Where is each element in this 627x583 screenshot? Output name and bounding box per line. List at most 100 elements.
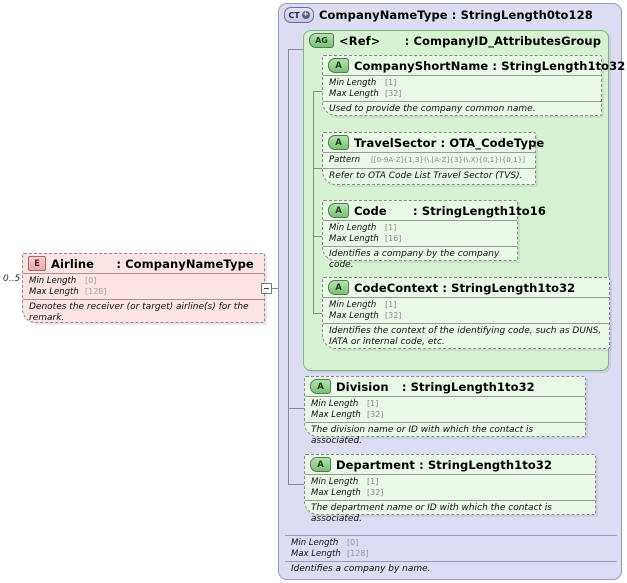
facet-label: Pattern [329, 155, 361, 165]
facet-row: Min Length[1] [329, 300, 605, 311]
complextype-footer: Min Length[0] Max Length [128] Identifies… [285, 535, 617, 578]
facet-value: [32] [367, 487, 384, 497]
facet-value: [[0-9A-Z]{1,3}(\.[A-Z]{3}(\.X){0,1}){0,1… [371, 155, 526, 164]
complextype-facets: Min Length[0] Max Length [128] [285, 536, 617, 561]
attribute-header: A Department : StringLength1to32 [305, 455, 595, 474]
attribute-name: TravelSector [354, 135, 437, 150]
facet-label: Min Length [329, 78, 377, 88]
element-type: CompanyNameType [125, 256, 254, 271]
facet-row: Max Length[16] [329, 234, 513, 245]
element-header: E Airline : CompanyNameType [23, 254, 264, 273]
divider [285, 561, 617, 562]
attribute-header: A CompanyShortName : StringLength1to32 [323, 56, 625, 75]
attribute-separator: : [413, 203, 418, 218]
attribute-title: TravelSector : OTA_CodeType [354, 136, 544, 150]
attribute-facets: Min Length[1] Max Length [32] [305, 397, 585, 422]
attribute-documentation: The department name or ID with which the… [311, 503, 552, 524]
complextype-documentation: Identifies a company by name. [291, 564, 431, 574]
attribute-box-code[interactable]: A Code : StringLength1to16 Min Length[1]… [322, 200, 546, 270]
attribute-type: StringLength1to32 [410, 379, 535, 394]
attribute-type: OTA_CodeType [449, 135, 545, 150]
attribute-documentation: Used to provide the company common name. [329, 104, 536, 114]
attribute-type: StringLength1to32 [501, 58, 626, 73]
divider [323, 167, 535, 169]
facet-label: Max Length [291, 548, 341, 559]
facet-row: Pattern [[0-9A-Z]{1,3}(\.[A-Z]{3}(\.X){0,… [329, 155, 531, 166]
facet-label: Min Length [291, 538, 339, 548]
element-facets: Min Length[0] Max Length[128] [23, 274, 264, 299]
facet-label: Min Length [311, 477, 359, 487]
facet-row: Min Length[1] [329, 223, 513, 234]
attributegroup-box-companyid[interactable]: AG <Ref> : CompanyID_AttributesGroup A C… [303, 30, 625, 371]
facet-value: [16] [385, 233, 402, 243]
tree-branch [288, 408, 304, 409]
facet-value: [1] [385, 223, 397, 232]
element-title: Airline : CompanyNameType [51, 257, 254, 271]
attribute-header: A CodeContext : StringLength1to32 [323, 278, 609, 297]
attributegroup-badge-icon: AG [309, 33, 334, 48]
attribute-box-codecontext[interactable]: A CodeContext : StringLength1to32 Min Le… [322, 277, 610, 349]
expand-collapse-toggle[interactable] [261, 283, 272, 294]
divider [323, 152, 535, 153]
attribute-badge-icon: A [310, 457, 331, 472]
facet-value: [32] [385, 310, 402, 320]
attribute-name: CompanyShortName [354, 58, 489, 73]
complextype-type: StringLength0to128 [460, 8, 593, 22]
facet-row: Max Length [32] [329, 311, 605, 322]
attribute-box-division[interactable]: A Division : StringLength1to32 Min Lengt… [304, 376, 586, 446]
tree-branch [313, 313, 322, 314]
attribute-title: Code : StringLength1to16 [354, 204, 546, 218]
tree-branch [313, 236, 322, 237]
attribute-documentation: Refer to OTA Code List Travel Sector (TV… [329, 170, 523, 181]
attribute-separator: : [419, 457, 424, 472]
facet-value: [1] [367, 477, 379, 486]
facet-value: [128] [347, 548, 369, 558]
facet-value: [1] [367, 399, 379, 408]
attributegroup-title: <Ref> : CompanyID_AttributesGroup [339, 34, 601, 48]
facet-label: Max Length [29, 286, 79, 297]
facet-row: Max Length [128] [291, 549, 613, 560]
facet-value: [32] [385, 88, 402, 98]
facet-value: [32] [367, 409, 384, 419]
attributegroup-separator: : [404, 33, 410, 48]
divider [23, 273, 264, 274]
complextype-box-companynametype[interactable]: CT+ CompanyNameType : StringLength0to128… [278, 3, 625, 580]
attribute-name: Department [336, 457, 415, 472]
facet-label: Max Length [329, 310, 379, 321]
attribute-badge-icon: A [328, 203, 349, 218]
attribute-facets: Min Length [1] Max Length[32] [323, 76, 601, 101]
cardinality-label: 0..5 [3, 274, 21, 284]
attribute-type: StringLength1to32 [451, 280, 576, 295]
divider [305, 422, 585, 423]
connector-line [272, 288, 280, 289]
attribute-header: A TravelSector : OTA_CodeType [323, 133, 544, 152]
complextype-badge-label: CT [288, 10, 300, 20]
facet-row: Min Length[0] [291, 538, 613, 549]
attribute-box-department[interactable]: A Department : StringLength1to32 Min Len… [304, 454, 596, 524]
attribute-box-companyshortname[interactable]: A CompanyShortName : StringLength1to32 M… [322, 55, 625, 116]
facet-row: Min Length [1] [311, 477, 591, 488]
attribute-name: CodeContext [354, 280, 439, 295]
divider [323, 220, 517, 221]
attribute-title: Division : StringLength1to32 [336, 380, 535, 394]
facet-row: Max Length[32] [311, 488, 591, 499]
tree-branch [288, 49, 304, 50]
attribute-facets: Min Length [1] Max Length[32] [305, 475, 595, 500]
attribute-box-travelsector[interactable]: A TravelSector : OTA_CodeType Pattern [[0… [322, 132, 544, 185]
facet-row: Min Length[1] [311, 399, 581, 410]
element-badge-icon: E [28, 256, 46, 271]
expand-plus-icon[interactable]: + [301, 10, 310, 19]
facet-label: Max Length [311, 409, 361, 420]
complextype-badge-icon: CT+ [284, 7, 314, 23]
facet-value: [1] [385, 78, 397, 87]
element-box-airline[interactable]: E Airline : CompanyNameType Min Length[0… [22, 253, 265, 323]
facet-row: Max Length[32] [329, 89, 597, 100]
attribute-separator: : [401, 379, 407, 394]
divider [305, 500, 595, 501]
attribute-badge-icon: A [328, 135, 349, 150]
attribute-separator: : [442, 280, 448, 295]
element-documentation: Denotes the receiver (or target) airline… [29, 302, 249, 323]
divider [323, 246, 517, 247]
divider [285, 535, 617, 536]
complextype-title: CompanyNameType : StringLength0to128 [319, 8, 593, 22]
